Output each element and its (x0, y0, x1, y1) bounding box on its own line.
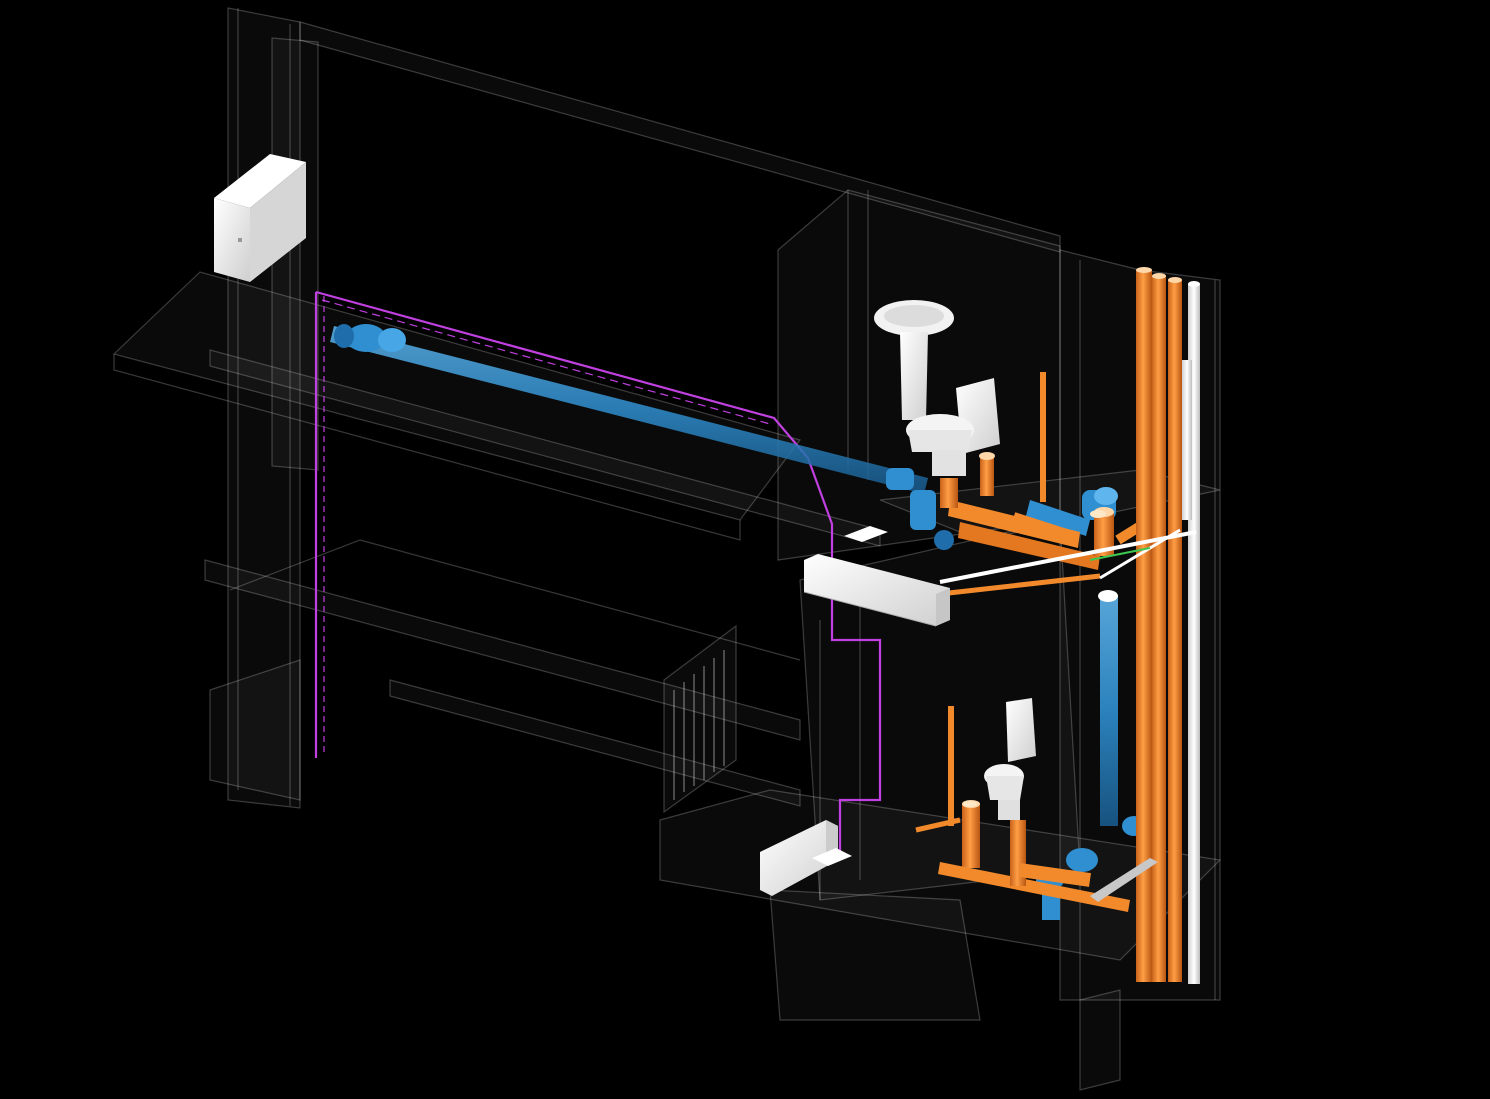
floor-drain-grate (1090, 858, 1158, 902)
blue-supply-pipe (330, 324, 1146, 920)
floor-drain-caps (963, 510, 1106, 807)
ceiling-panel (844, 526, 888, 542)
indoor-ac-unit-lower (760, 820, 852, 896)
white-pipes (939, 528, 1197, 584)
drain-risers (1136, 267, 1200, 984)
washbasin-upper (874, 300, 954, 420)
balcony-railing (673, 650, 725, 800)
refrigerant-condensate-line (314, 290, 882, 856)
toilet-lower (984, 698, 1036, 820)
outdoor-ac-unit (214, 154, 306, 282)
toilet-upper (906, 378, 1000, 476)
drain-pipes-lower (915, 706, 1130, 912)
indoor-ac-unit-upper (803, 554, 950, 627)
